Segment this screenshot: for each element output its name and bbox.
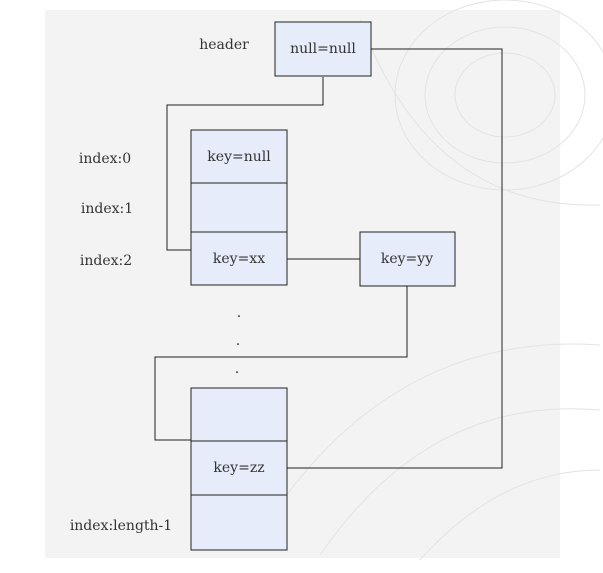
header-node-label: null=null bbox=[290, 41, 356, 57]
diagram-background bbox=[45, 10, 560, 558]
array-block-bottom-frame bbox=[190, 387, 288, 551]
index-label-2: index:2 bbox=[80, 253, 132, 269]
header-node bbox=[274, 21, 372, 77]
slot-0-label: key=null bbox=[207, 149, 271, 165]
array-block-top-frame bbox=[190, 129, 288, 286]
index-label-1: index:1 bbox=[81, 201, 133, 217]
array-block-bottom: key=zz bbox=[190, 387, 288, 551]
yy-to-bottom-connector bbox=[154, 286, 408, 441]
swirl-watermark bbox=[249, 0, 603, 561]
zz-to-header-connector bbox=[287, 48, 503, 469]
chain-node-yy-label: key=yy bbox=[381, 251, 433, 267]
array-block-top: key=null key=xx bbox=[190, 129, 288, 286]
slot-zz-label: key=zz bbox=[213, 460, 264, 476]
header-to-xx-connector bbox=[166, 77, 324, 251]
ellipsis-dot: . bbox=[237, 305, 241, 321]
index-label-last: index:length-1 bbox=[70, 518, 172, 534]
chain-node-yy bbox=[359, 231, 456, 287]
ellipsis-dot: . bbox=[235, 361, 239, 377]
connectors bbox=[154, 48, 503, 469]
ellipsis-dot: . bbox=[236, 333, 240, 349]
header-label: header bbox=[199, 37, 249, 53]
index-label-0: index:0 bbox=[79, 151, 131, 167]
slot-2-label: key=xx bbox=[213, 251, 265, 267]
